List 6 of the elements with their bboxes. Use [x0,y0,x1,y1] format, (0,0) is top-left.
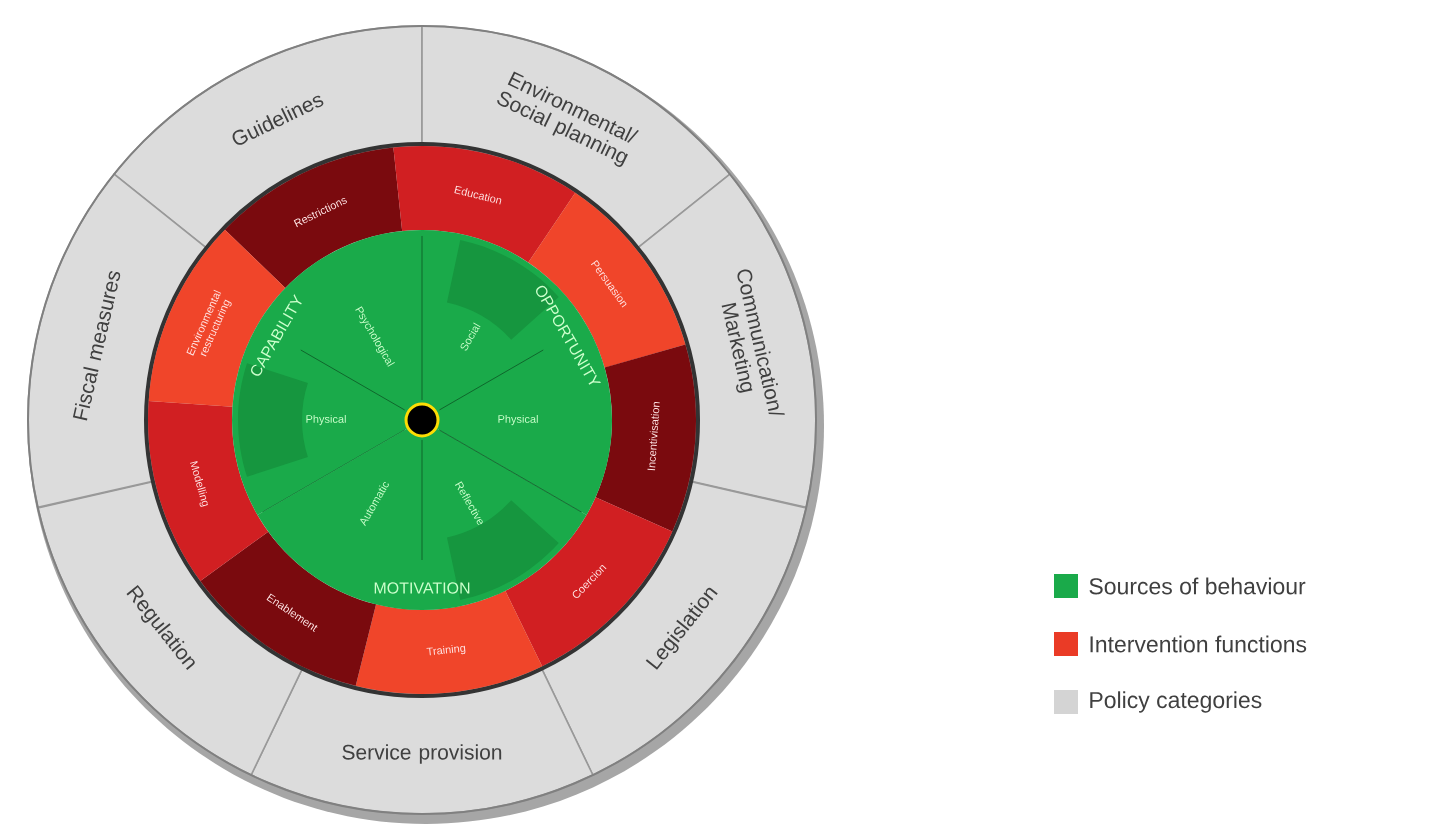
policy-sector: Service provision [250,666,594,815]
node-label: MOTIVATION [374,582,470,594]
legend-label: Policy categories [1090,691,1262,713]
legend-label: Sources of behaviour [1089,577,1306,595]
node-label: Service provision [342,744,502,764]
legend-label: Intervention functions [1090,635,1307,653]
